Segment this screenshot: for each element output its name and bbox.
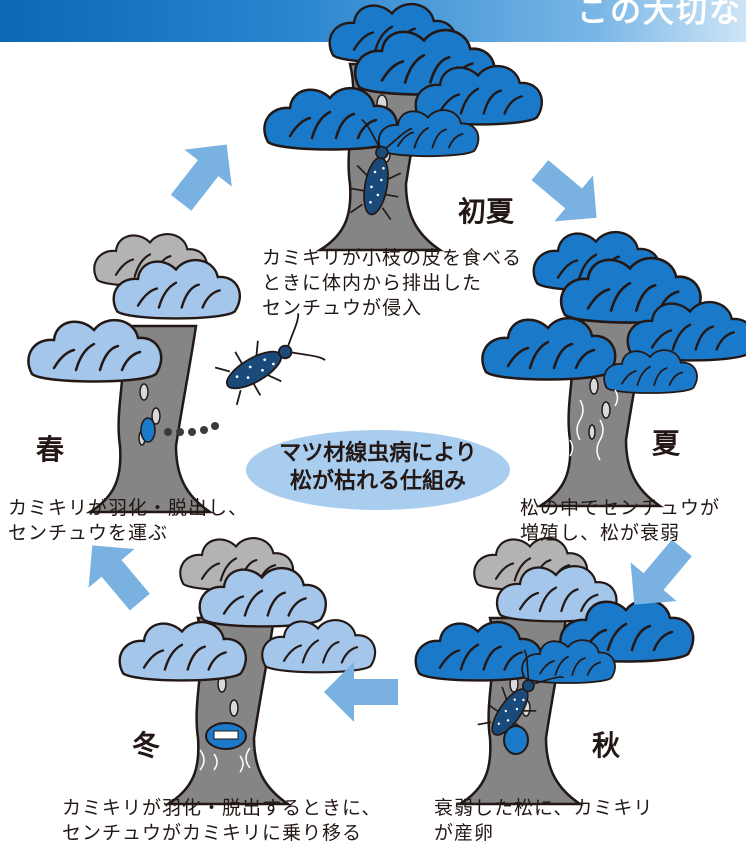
banner-title: この大切な xyxy=(577,0,742,30)
dotted-path xyxy=(164,422,219,436)
center-ellipse xyxy=(246,430,510,510)
caption-autumn: 衰弱した松に、カミキリ が産卵 xyxy=(434,797,654,844)
tree-summer xyxy=(481,230,746,508)
tree-spring xyxy=(27,233,327,514)
caption-spring: カミキリが羽化・脱出し、 センチュウを運ぶ xyxy=(8,497,249,544)
tree-winter xyxy=(118,537,377,806)
arrow-early-summer-to-summer xyxy=(520,147,616,241)
tree-autumn xyxy=(414,537,695,806)
season-label-winter: 冬 xyxy=(132,729,161,762)
caption-summer: 松の中でセンチュウが 増殖し、松が衰弱 xyxy=(520,497,721,544)
season-label-early-summer: 初夏 xyxy=(458,195,515,228)
caption-early-summer: カミキリが小枝の皮を食べる ときに体内から排出した センチュウが侵入 xyxy=(262,247,523,319)
caption-winter: カミキリが羽化・脱出するときに、 センチュウがカミキリに乗り移る xyxy=(62,797,382,844)
arrow-spring-to-early-summer xyxy=(157,126,251,222)
center-title: マツ材線虫病により 松が枯れる仕組み xyxy=(279,441,477,494)
season-label-summer: 夏 xyxy=(652,427,681,460)
season-label-autumn: 秋 xyxy=(592,729,621,762)
season-label-spring: 春 xyxy=(36,433,65,466)
